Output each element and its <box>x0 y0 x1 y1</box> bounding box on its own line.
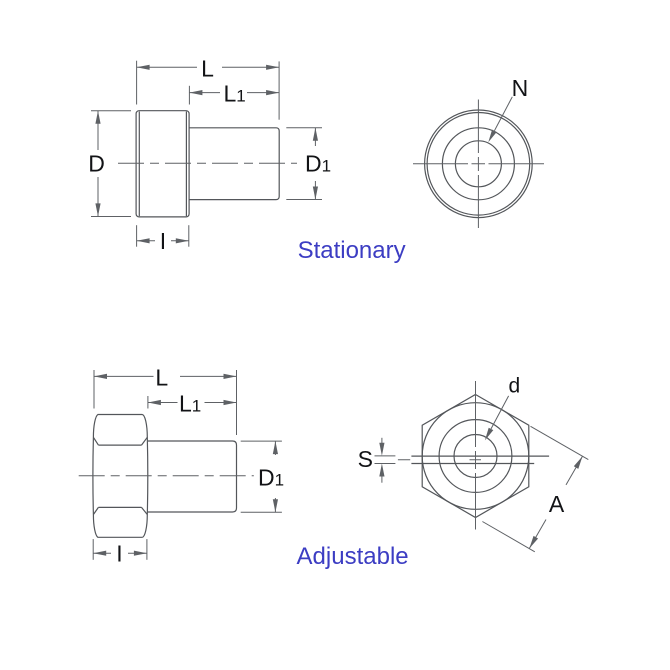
arrowhead <box>147 399 161 406</box>
dim-D: D <box>88 110 131 217</box>
dim-label-D1-main: D <box>305 151 322 177</box>
dim-label-A: A <box>549 491 565 517</box>
arrowhead <box>95 110 101 124</box>
body-outline <box>147 440 238 513</box>
dim-label-L1-main: L <box>224 81 237 107</box>
arrowhead <box>189 90 203 96</box>
dim-D1: D1 <box>286 127 331 200</box>
dim-label-D1-sub: 1 <box>322 157 331 176</box>
dim-d: d <box>484 375 520 441</box>
arrowhead <box>573 456 583 469</box>
dim-I: I <box>136 225 190 254</box>
arrowhead <box>266 90 280 96</box>
dim-L1: L1 <box>147 391 237 417</box>
dim-label-D1-main: D <box>258 465 275 491</box>
dim-label-D1-sub: 1 <box>275 471 284 490</box>
arrowhead <box>136 64 150 70</box>
dim-label-d: d <box>508 375 520 398</box>
dim-D1: D1 <box>240 440 284 513</box>
dim-label-L1-sub: 1 <box>192 397 201 416</box>
dim-label-L1: L1 <box>179 391 201 417</box>
arrowhead <box>94 373 107 379</box>
dim-N: N <box>488 75 529 143</box>
dim-S: S <box>358 437 396 483</box>
dim-L: L <box>93 364 237 435</box>
arrowhead <box>312 127 318 141</box>
dim-L1: L1 <box>188 81 280 107</box>
dim-A: A <box>482 425 589 553</box>
arrowhead <box>95 203 101 217</box>
arrowhead <box>488 129 497 143</box>
arrowhead <box>133 550 147 556</box>
arrowhead <box>379 442 385 456</box>
dim-label-L1: L1 <box>224 81 246 107</box>
dim-label-I: I <box>116 541 122 567</box>
hex-facet-corner-lines <box>92 436 148 515</box>
dim-label-L1-main: L <box>179 391 192 417</box>
caption-adjustable: Adjustable <box>297 543 409 570</box>
arrowhead <box>272 499 278 513</box>
arrowhead <box>379 463 385 477</box>
stationary-side-view: L L1 D D1 <box>88 55 331 254</box>
extension-line <box>530 425 589 461</box>
dim-I: I <box>92 539 148 567</box>
arrowhead <box>223 399 237 406</box>
adjustable-side-view: L L1 D1 I <box>78 364 284 567</box>
adjustable-front-part <box>411 393 550 519</box>
extension-line <box>482 521 536 553</box>
arrowhead <box>136 238 150 244</box>
adjustable-side-part <box>92 413 238 538</box>
arrowhead <box>175 238 189 244</box>
adjustable-front-view: S d A <box>358 375 589 553</box>
dim-label-I: I <box>160 228 166 254</box>
arrowhead <box>223 373 237 379</box>
dim-L: L <box>136 55 280 120</box>
dim-label-D1: D1 <box>258 465 284 491</box>
dim-label-D1: D1 <box>305 151 331 177</box>
arrowhead <box>266 64 280 70</box>
stationary-front-view: N <box>413 75 544 228</box>
arrowhead <box>312 186 318 200</box>
dim-label-N: N <box>512 75 529 101</box>
arrowhead <box>529 535 539 549</box>
dim-label-L: L <box>201 55 214 81</box>
arrowhead <box>484 427 494 441</box>
dim-label-L: L <box>155 364 168 390</box>
leader-line <box>490 395 510 430</box>
caption-stationary: Stationary <box>298 237 406 264</box>
dim-label-D: D <box>88 151 105 177</box>
arrowhead <box>93 550 107 556</box>
dim-label-S: S <box>358 446 373 472</box>
arrowhead <box>272 441 278 455</box>
leader-line <box>493 96 513 132</box>
dim-label-L1-sub: 1 <box>236 87 245 106</box>
